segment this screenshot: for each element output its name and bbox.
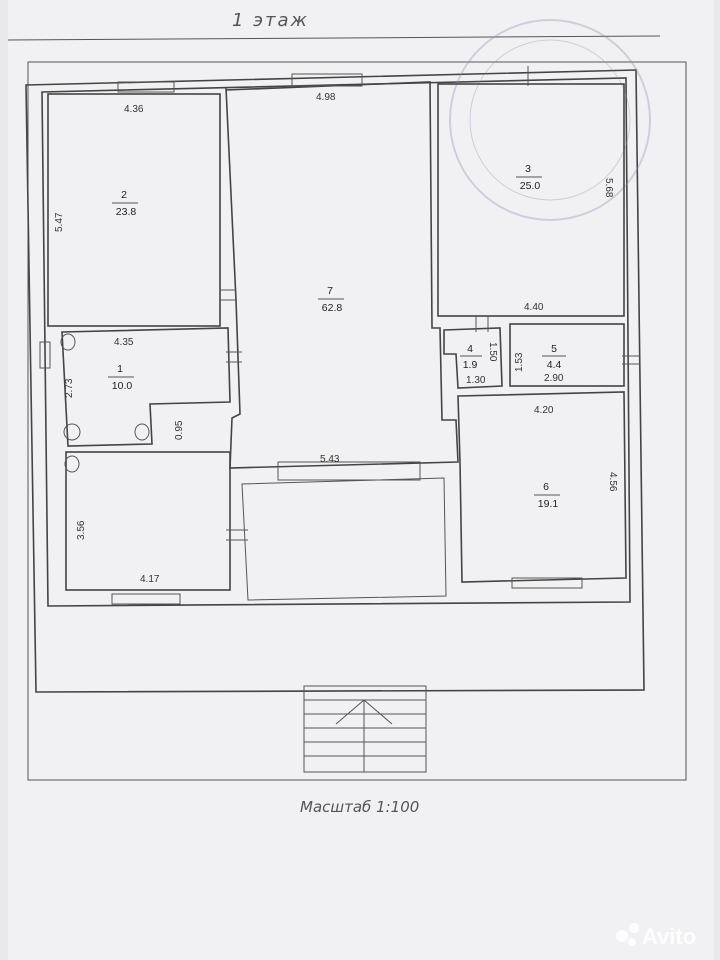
avito-watermark: Avito	[616, 923, 696, 949]
dim-room4-width: 1.30	[466, 375, 486, 386]
svg-text:10.0: 10.0	[112, 380, 133, 392]
outer-walls	[25, 69, 645, 693]
room-label-1: 1 10.0	[108, 363, 134, 392]
svg-text:1.9: 1.9	[463, 359, 478, 371]
room-3	[437, 83, 625, 317]
room-2	[47, 93, 221, 327]
room-6	[457, 391, 627, 583]
dim-terrace-width: 5.43	[320, 454, 340, 465]
svg-text:2: 2	[121, 189, 127, 201]
dim-room1-width: 4.35	[114, 337, 134, 348]
room-4	[443, 327, 503, 389]
dim-room2-height: 5.47	[54, 212, 65, 232]
dim-bottom-left-width: 4.17	[140, 574, 160, 585]
room-label-3: 3 25.0	[516, 163, 542, 192]
dim-room4-height: 1.50	[487, 342, 498, 362]
dim-bottom-left-height: 3.56	[76, 520, 87, 540]
dim-room5-width: 2.90	[544, 373, 564, 384]
svg-text:3: 3	[525, 163, 531, 175]
svg-text:Avito: Avito	[642, 924, 696, 949]
dim-room3-width: 4.40	[524, 302, 544, 313]
scale-caption: Масштаб 1:100	[300, 798, 419, 816]
svg-text:23.8: 23.8	[116, 206, 137, 218]
room-label-7: 7 62.8	[318, 285, 344, 314]
svg-text:19.1: 19.1	[538, 498, 559, 510]
dim-room2-width: 4.36	[124, 104, 144, 115]
svg-text:1: 1	[117, 363, 123, 375]
entrance-stairs	[303, 685, 427, 773]
svg-text:5: 5	[551, 343, 557, 355]
svg-text:4: 4	[467, 343, 473, 355]
svg-text:62.8: 62.8	[322, 302, 343, 314]
dim-room3-height: 5.68	[603, 178, 614, 198]
svg-text:25.0: 25.0	[520, 180, 541, 192]
room-label-6: 6 19.1	[534, 481, 560, 510]
svg-text:6: 6	[543, 481, 549, 493]
dim-room1-step: 0.95	[174, 420, 185, 440]
room-5	[509, 323, 625, 387]
dim-room5-height: 1.53	[514, 352, 525, 372]
dim-room1-height: 2.73	[64, 378, 75, 398]
dim-room6-height: 4.56	[607, 472, 618, 492]
bathroom-fixtures	[60, 333, 150, 473]
floor-title: 1 этаж	[232, 10, 309, 31]
svg-text:4.4: 4.4	[547, 359, 562, 371]
room-label-5: 5 4.4	[542, 343, 566, 371]
room-7-hall	[225, 81, 459, 469]
dim-room6-width: 4.20	[534, 405, 554, 416]
room-label-2: 2 23.8	[112, 189, 138, 218]
dim-hall-width: 4.98	[316, 92, 336, 103]
room-bottom-left	[65, 451, 231, 591]
stamp-mark	[449, 19, 651, 221]
svg-text:7: 7	[327, 285, 333, 297]
door-marks	[220, 66, 640, 541]
room-label-4: 4 1.9	[460, 343, 482, 371]
room-1	[61, 327, 231, 447]
windows	[39, 73, 583, 605]
plan-frame	[27, 61, 687, 781]
